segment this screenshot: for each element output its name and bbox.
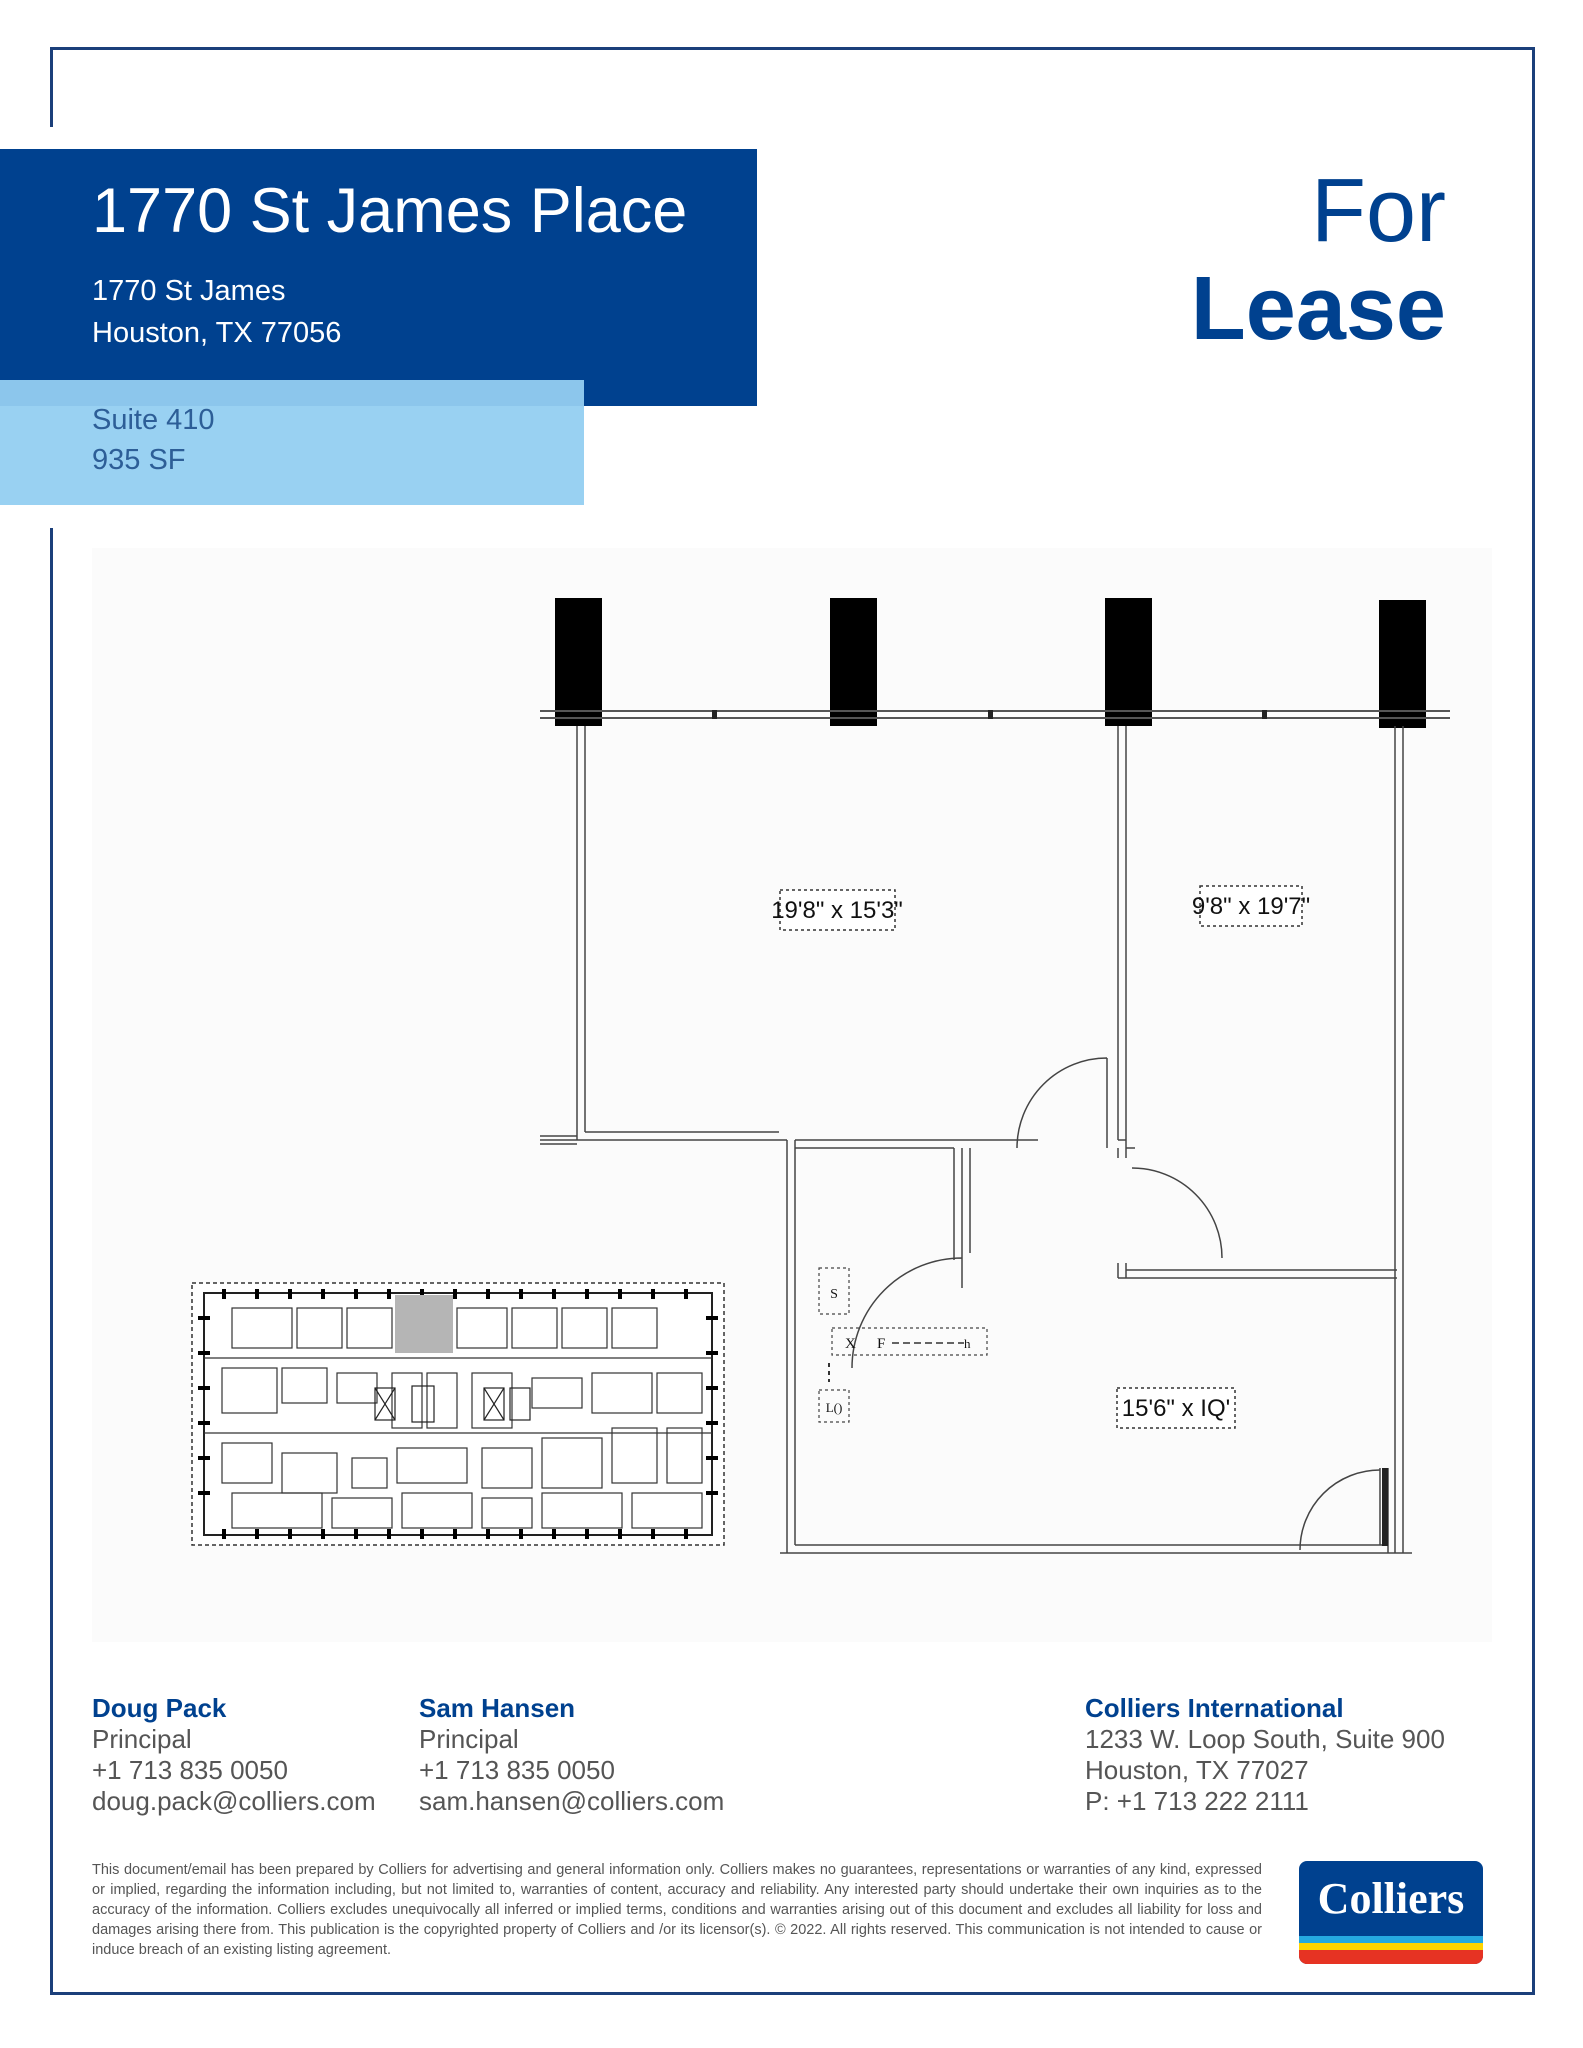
room-3-label-box — [1116, 1387, 1236, 1429]
key-plan-suite-highlight — [395, 1295, 453, 1353]
logo-band-red — [1299, 1950, 1483, 1957]
key-plan — [191, 1282, 725, 1546]
marker-h: h — [964, 1336, 971, 1351]
marker-box-l — [818, 1389, 850, 1423]
office-phone[interactable]: P: +1 713 222 2111 — [1085, 1786, 1309, 1816]
contact-phone[interactable]: +1 713 835 0050 — [92, 1755, 288, 1785]
title-banner: 1770 St James Place 1770 St James Housto… — [0, 149, 757, 406]
page-frame-left-upper — [50, 47, 53, 127]
room-3-dimensions: 15'6" x IQ' — [1122, 1395, 1230, 1422]
marker-x: X — [845, 1336, 856, 1352]
column-4 — [1379, 600, 1426, 728]
address-line-1: 1770 St James — [92, 275, 286, 307]
page-frame-left-lower — [50, 528, 53, 1995]
page-frame-right — [1532, 47, 1535, 1995]
contact-role: Principal — [419, 1724, 519, 1754]
marker-box-s — [818, 1267, 850, 1315]
suite-size: 935 SF — [92, 444, 186, 476]
column-3 — [1105, 598, 1152, 726]
room-1-label-box — [779, 889, 896, 931]
floor-plan: 19'8" x 15'3" 9'8" x 19'7" 15'6" x IQ' S… — [92, 548, 1492, 1642]
marker-box-xf — [831, 1327, 988, 1356]
office-name: Colliers International — [1085, 1693, 1344, 1723]
suite-banner-strip — [0, 380, 584, 406]
contact-role: Principal — [92, 1724, 192, 1754]
office-info: Colliers International 1233 W. Loop Sout… — [1085, 1693, 1445, 1817]
office-address-line-2: Houston, TX 77027 — [1085, 1755, 1309, 1785]
logo-band-blue — [1299, 1936, 1483, 1943]
column-1 — [555, 598, 602, 726]
for-lease-heading: For Lease — [1191, 162, 1446, 358]
colliers-logo: Colliers — [1299, 1861, 1483, 1964]
logo-text: Colliers — [1317, 1874, 1465, 1923]
mullion — [988, 710, 993, 719]
floor-plan-drawing: 19'8" x 15'3" 9'8" x 19'7" 15'6" x IQ' S… — [191, 598, 1450, 1554]
key-plan-walls — [204, 1307, 712, 1529]
key-plan-columns — [198, 1289, 718, 1539]
page-frame-bottom — [50, 1992, 1535, 1995]
contact-name: Sam Hansen — [419, 1693, 576, 1723]
marker-f: F — [877, 1336, 885, 1352]
room-2-label-box — [1199, 885, 1303, 927]
logo-band-yellow — [1299, 1943, 1483, 1950]
logo-band-red-lower — [1299, 1957, 1483, 1964]
address-line-2: Houston, TX 77056 — [92, 317, 342, 349]
key-plan-core — [374, 1385, 531, 1423]
room-1-dimensions: 19'8" x 15'3" — [771, 897, 903, 924]
suite-banner: Suite 410 935 SF — [0, 380, 584, 505]
contact-email[interactable]: sam.hansen@colliers.com — [419, 1786, 725, 1816]
office-address-line-1: 1233 W. Loop South, Suite 900 — [1085, 1724, 1445, 1754]
marker-l: L() — [826, 1400, 843, 1415]
contact-phone[interactable]: +1 713 835 0050 — [419, 1755, 615, 1785]
page-frame-top — [50, 47, 1535, 50]
marker-s: S — [830, 1287, 838, 1302]
contact-email[interactable]: doug.pack@colliers.com — [92, 1786, 376, 1816]
contact-name: Doug Pack — [92, 1693, 227, 1723]
suite-number: Suite 410 — [92, 404, 215, 436]
mullion — [712, 710, 717, 719]
contact-doug-pack: Doug Pack Principal +1 713 835 0050 doug… — [92, 1693, 376, 1817]
for-label: For — [1311, 161, 1446, 261]
mullion — [1262, 710, 1267, 719]
door-swings — [851, 1057, 1381, 1551]
interior-walls — [540, 726, 1412, 1554]
room-2-dimensions: 9'8" x 19'7" — [1192, 893, 1310, 920]
legal-disclaimer: This document/email has been prepared by… — [92, 1862, 1262, 1958]
door-frame — [1382, 1468, 1388, 1546]
column-2 — [830, 598, 877, 726]
lease-label: Lease — [1190, 259, 1446, 359]
property-title: 1770 St James Place — [92, 176, 688, 246]
contact-sam-hansen: Sam Hansen Principal +1 713 835 0050 sam… — [419, 1693, 724, 1817]
